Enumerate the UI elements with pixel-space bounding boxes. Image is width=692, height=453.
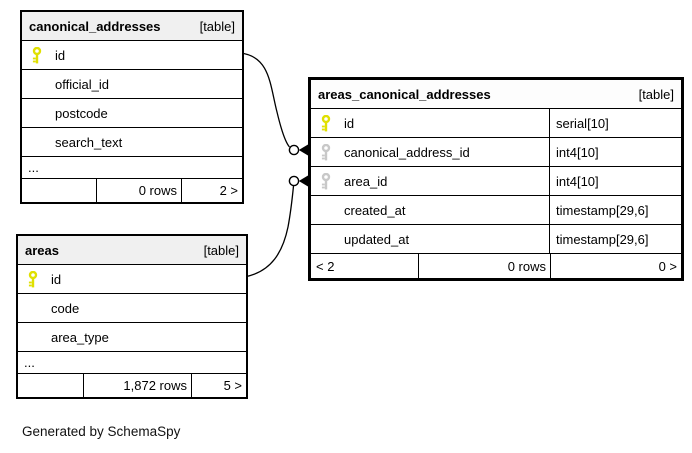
column-row: area_id int4[10] — [311, 167, 681, 196]
key-spacer — [320, 231, 332, 248]
related-tables-right: 0 > — [550, 254, 681, 278]
column-name: search_text — [55, 134, 123, 150]
column-row: id — [18, 265, 246, 294]
column-row: canonical_address_id int4[10] — [311, 138, 681, 167]
column-type: timestamp[29,6] — [556, 202, 649, 218]
table-footer: 1,872 rows 5 > — [18, 374, 246, 397]
table-areas-canonical-addresses[interactable]: areas_canonical_addresses [table] id ser… — [308, 77, 684, 281]
column-name: code — [51, 300, 80, 316]
table-type-tag: [table] — [203, 242, 239, 258]
table-header: canonical_addresses [table] — [22, 12, 242, 41]
zero-many-circle-marker — [288, 144, 300, 156]
column-name: id — [55, 47, 66, 63]
column-type: int4[10] — [556, 144, 599, 160]
column-name: area_type — [51, 329, 109, 345]
related-tables-right: 5 > — [191, 374, 246, 397]
column-name: id — [51, 271, 62, 287]
table-type-tag: [table] — [638, 86, 674, 102]
column-row: area_type — [18, 323, 246, 352]
table-areas[interactable]: areas [table] id code area_type ... 1,87… — [16, 234, 248, 399]
column-row: search_text — [22, 128, 242, 157]
related-tables-left: < 2 — [316, 258, 335, 274]
key-spacer — [31, 105, 43, 122]
column-type: serial[10] — [556, 115, 609, 131]
ellipsis-row: ... — [18, 352, 246, 374]
generated-by-note: Generated by SchemaSpy — [22, 424, 181, 439]
column-name: official_id — [55, 76, 109, 92]
column-row: id — [22, 41, 242, 70]
column-type: int4[10] — [556, 173, 599, 189]
foreign-key-icon — [320, 143, 332, 161]
column-row: postcode — [22, 99, 242, 128]
footer-spacer — [18, 374, 83, 397]
table-footer: < 2 0 rows 0 > — [311, 254, 681, 278]
column-row: updated_at timestamp[29,6] — [311, 225, 681, 254]
row-count: 0 rows — [418, 254, 550, 278]
column-name: canonical_address_id — [344, 144, 470, 160]
table-type-tag: [table] — [199, 18, 235, 34]
table-title[interactable]: areas_canonical_addresses — [318, 86, 491, 102]
row-count: 1,872 rows — [83, 374, 191, 397]
zero-many-circle-marker — [288, 175, 300, 187]
key-spacer — [31, 134, 43, 151]
table-title[interactable]: areas — [25, 242, 59, 258]
column-row: created_at timestamp[29,6] — [311, 196, 681, 225]
table-header: areas_canonical_addresses [table] — [311, 80, 681, 109]
key-spacer — [320, 202, 332, 219]
column-row: code — [18, 294, 246, 323]
column-name: updated_at — [344, 231, 410, 247]
key-spacer — [27, 329, 39, 346]
key-spacer — [31, 76, 43, 93]
column-row: id serial[10] — [311, 109, 681, 138]
column-row: official_id — [22, 70, 242, 99]
column-name: postcode — [55, 105, 108, 121]
table-header: areas [table] — [18, 236, 246, 265]
relationship-line-canonical-address — [239, 52, 291, 148]
column-name: created_at — [344, 202, 406, 218]
table-footer: 0 rows 2 > — [22, 179, 242, 202]
primary-key-icon — [320, 114, 332, 132]
relationship-line-area — [243, 185, 295, 278]
row-count: 0 rows — [96, 179, 181, 202]
related-tables-right: 2 > — [181, 179, 242, 202]
ellipsis-row: ... — [22, 157, 242, 179]
arrowhead-marker — [298, 175, 308, 187]
column-name: area_id — [344, 173, 388, 189]
ellipsis-label: ... — [24, 355, 35, 370]
table-title[interactable]: canonical_addresses — [29, 18, 161, 34]
footer-spacer — [22, 179, 96, 202]
column-type: timestamp[29,6] — [556, 231, 649, 247]
foreign-key-icon — [320, 172, 332, 190]
column-name: id — [344, 115, 355, 131]
arrowhead-marker — [298, 144, 308, 156]
key-spacer — [27, 300, 39, 317]
ellipsis-label: ... — [28, 160, 39, 175]
primary-key-icon — [31, 46, 43, 64]
table-canonical-addresses[interactable]: canonical_addresses [table] id official_… — [20, 10, 244, 204]
primary-key-icon — [27, 270, 39, 288]
